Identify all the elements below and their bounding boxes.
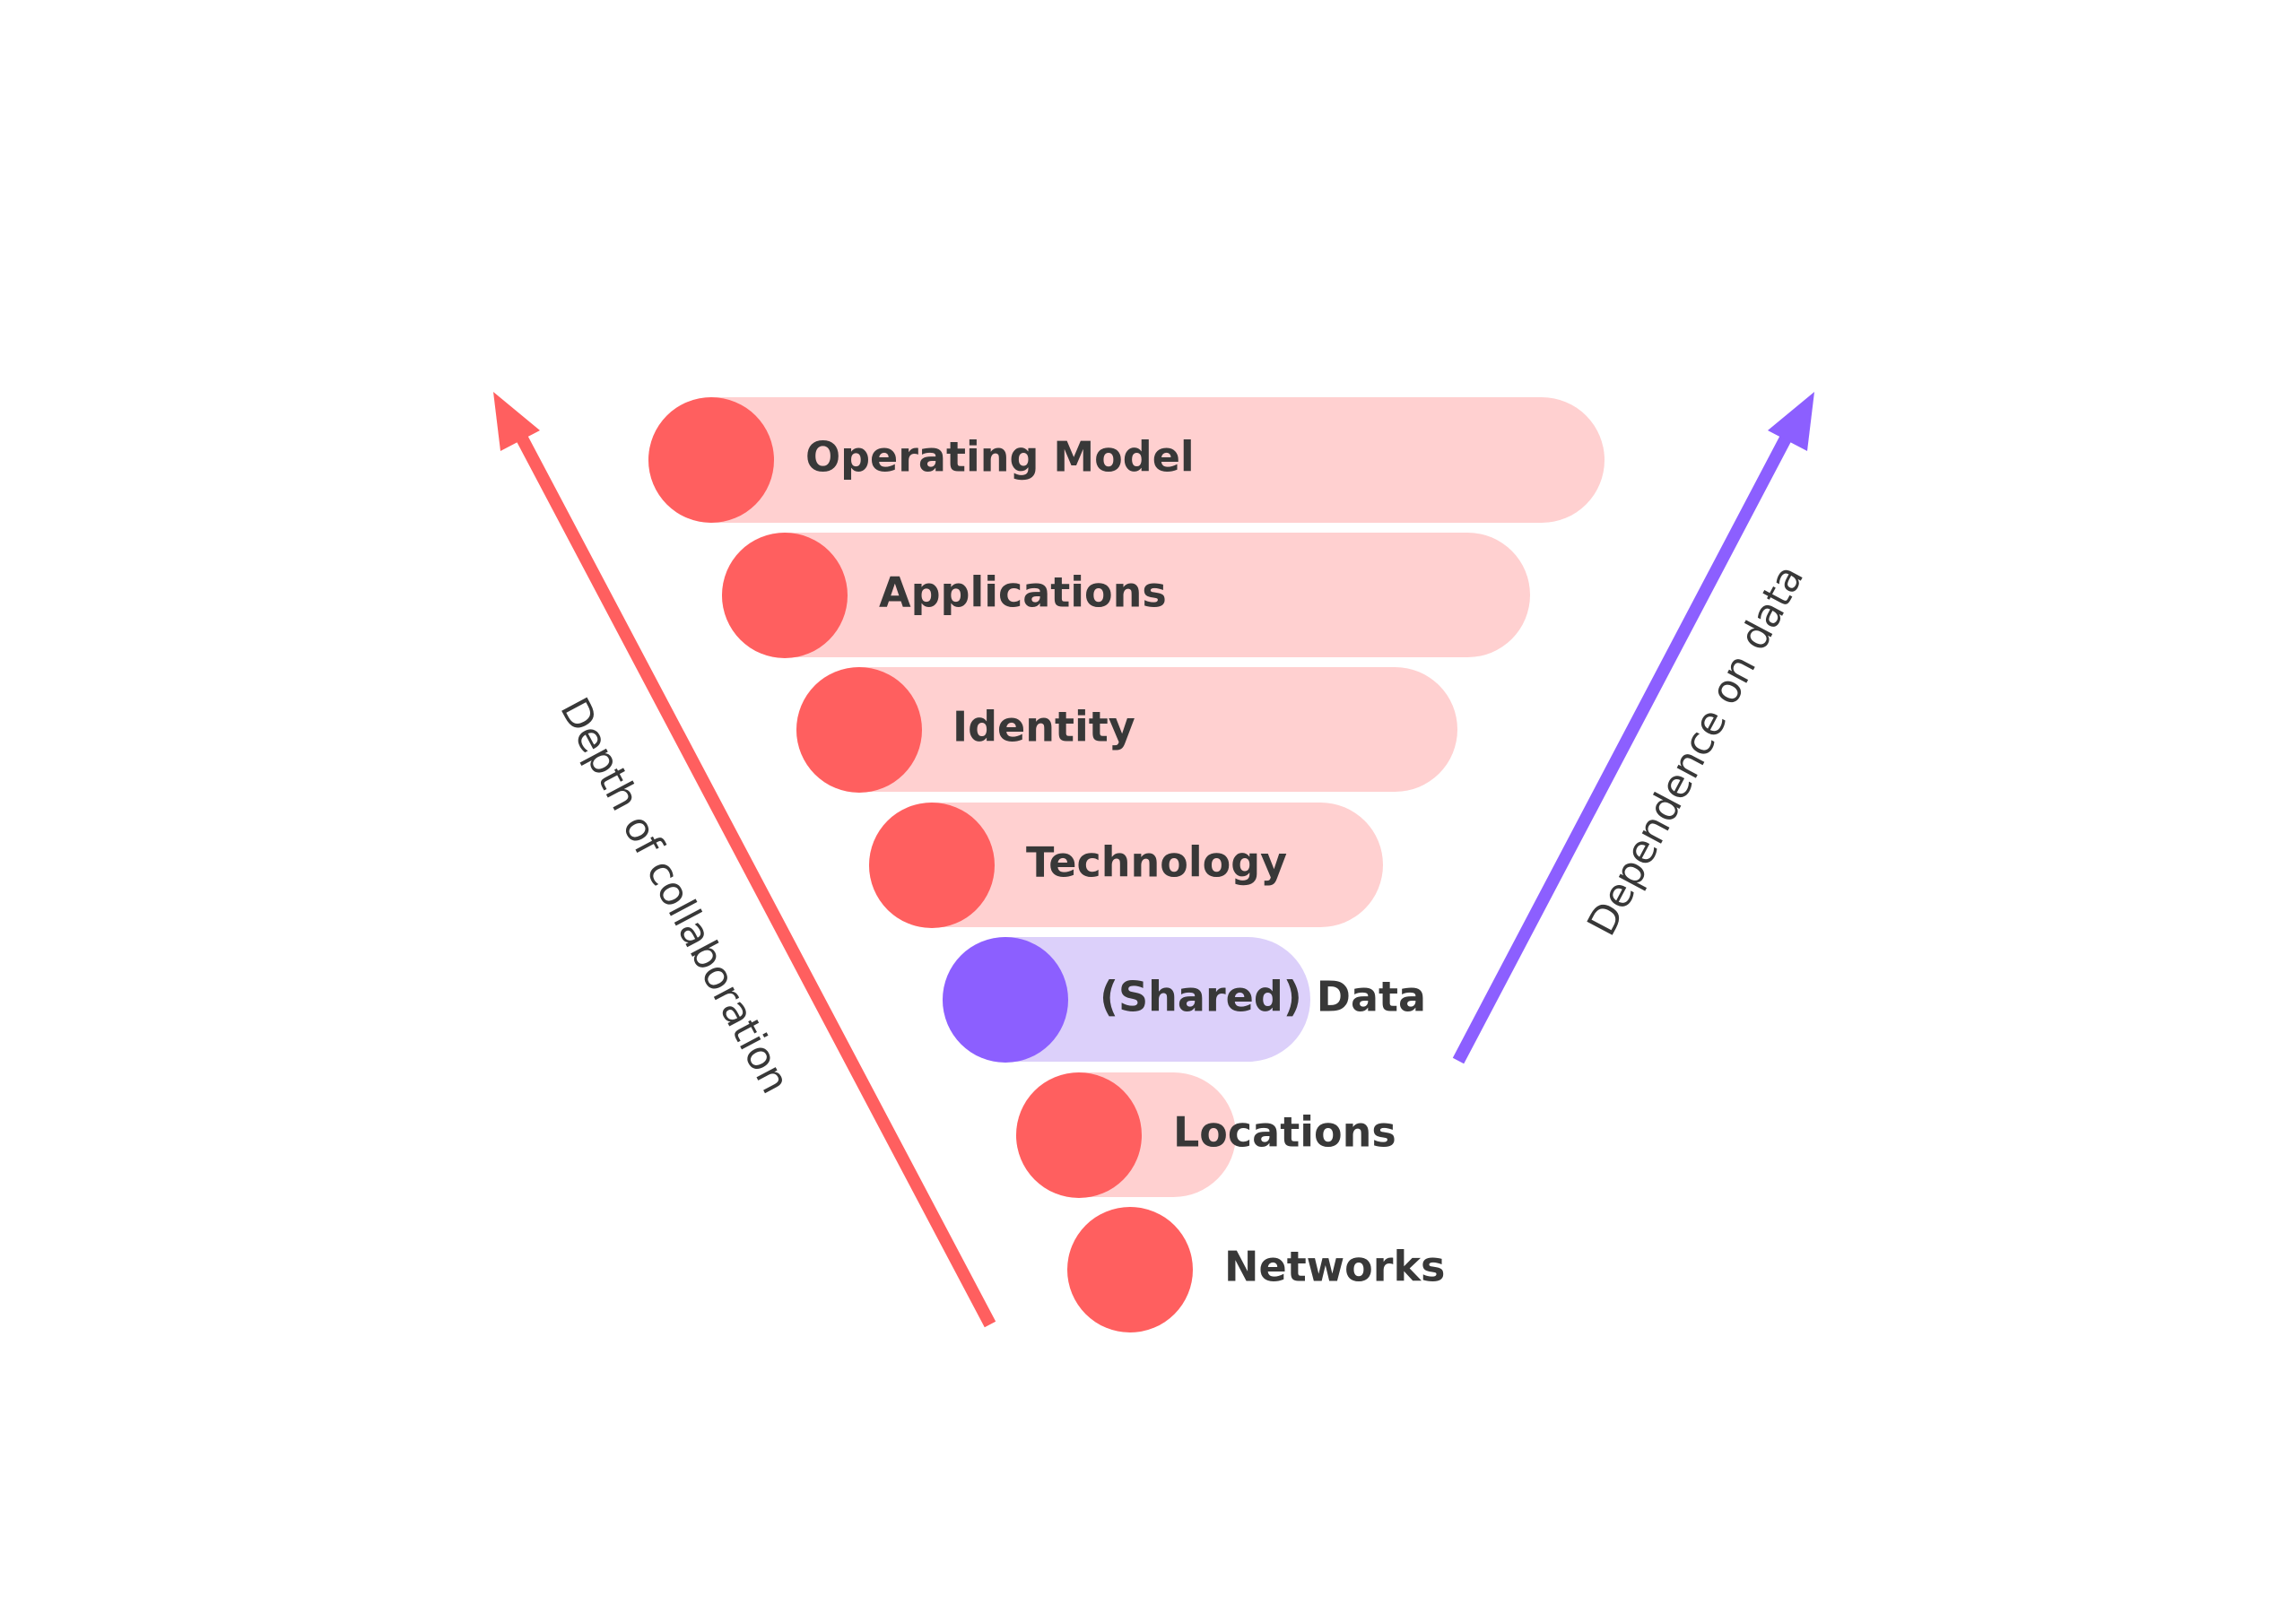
layer-dot-icon xyxy=(1016,1072,1142,1198)
layer-label: Locations xyxy=(1173,1108,1396,1157)
layer-bar xyxy=(722,533,1530,657)
layer-operating-model: Operating Model xyxy=(648,397,1605,523)
layer-label: Applications xyxy=(879,568,1167,617)
left-axis-arrow xyxy=(493,392,996,1328)
layer-dot-icon xyxy=(1067,1207,1193,1332)
layer-identity: Identity xyxy=(796,667,1457,793)
layer-label: Technology xyxy=(1026,838,1287,887)
layer-label: (Shared) Data xyxy=(1100,973,1426,1021)
layer-dot-icon xyxy=(796,667,922,793)
layer-bar xyxy=(869,803,1383,927)
layer-shared-data: (Shared) Data xyxy=(943,937,1426,1063)
right-axis-arrow xyxy=(1452,392,1814,1064)
left-arrow-shaft xyxy=(514,431,996,1328)
layer-technology: Technology xyxy=(869,803,1383,928)
layer-applications: Applications xyxy=(722,533,1530,658)
layer-label: Identity xyxy=(952,703,1135,751)
layer-bar xyxy=(648,397,1605,523)
right-arrowhead-icon xyxy=(1768,392,1814,451)
layer-dot-icon xyxy=(869,803,995,928)
layer-bar xyxy=(796,667,1457,792)
layer-locations: Locations xyxy=(1016,1072,1396,1198)
left-arrowhead-icon xyxy=(493,392,540,451)
layer-dot-icon xyxy=(943,937,1068,1063)
layer-networks: Networks xyxy=(1067,1207,1445,1332)
layer-label: Networks xyxy=(1224,1243,1445,1291)
layer-dot-icon xyxy=(648,397,774,523)
layer-label: Operating Model xyxy=(805,433,1195,482)
right-arrow-shaft xyxy=(1452,431,1794,1064)
layer-dot-icon xyxy=(722,533,848,658)
